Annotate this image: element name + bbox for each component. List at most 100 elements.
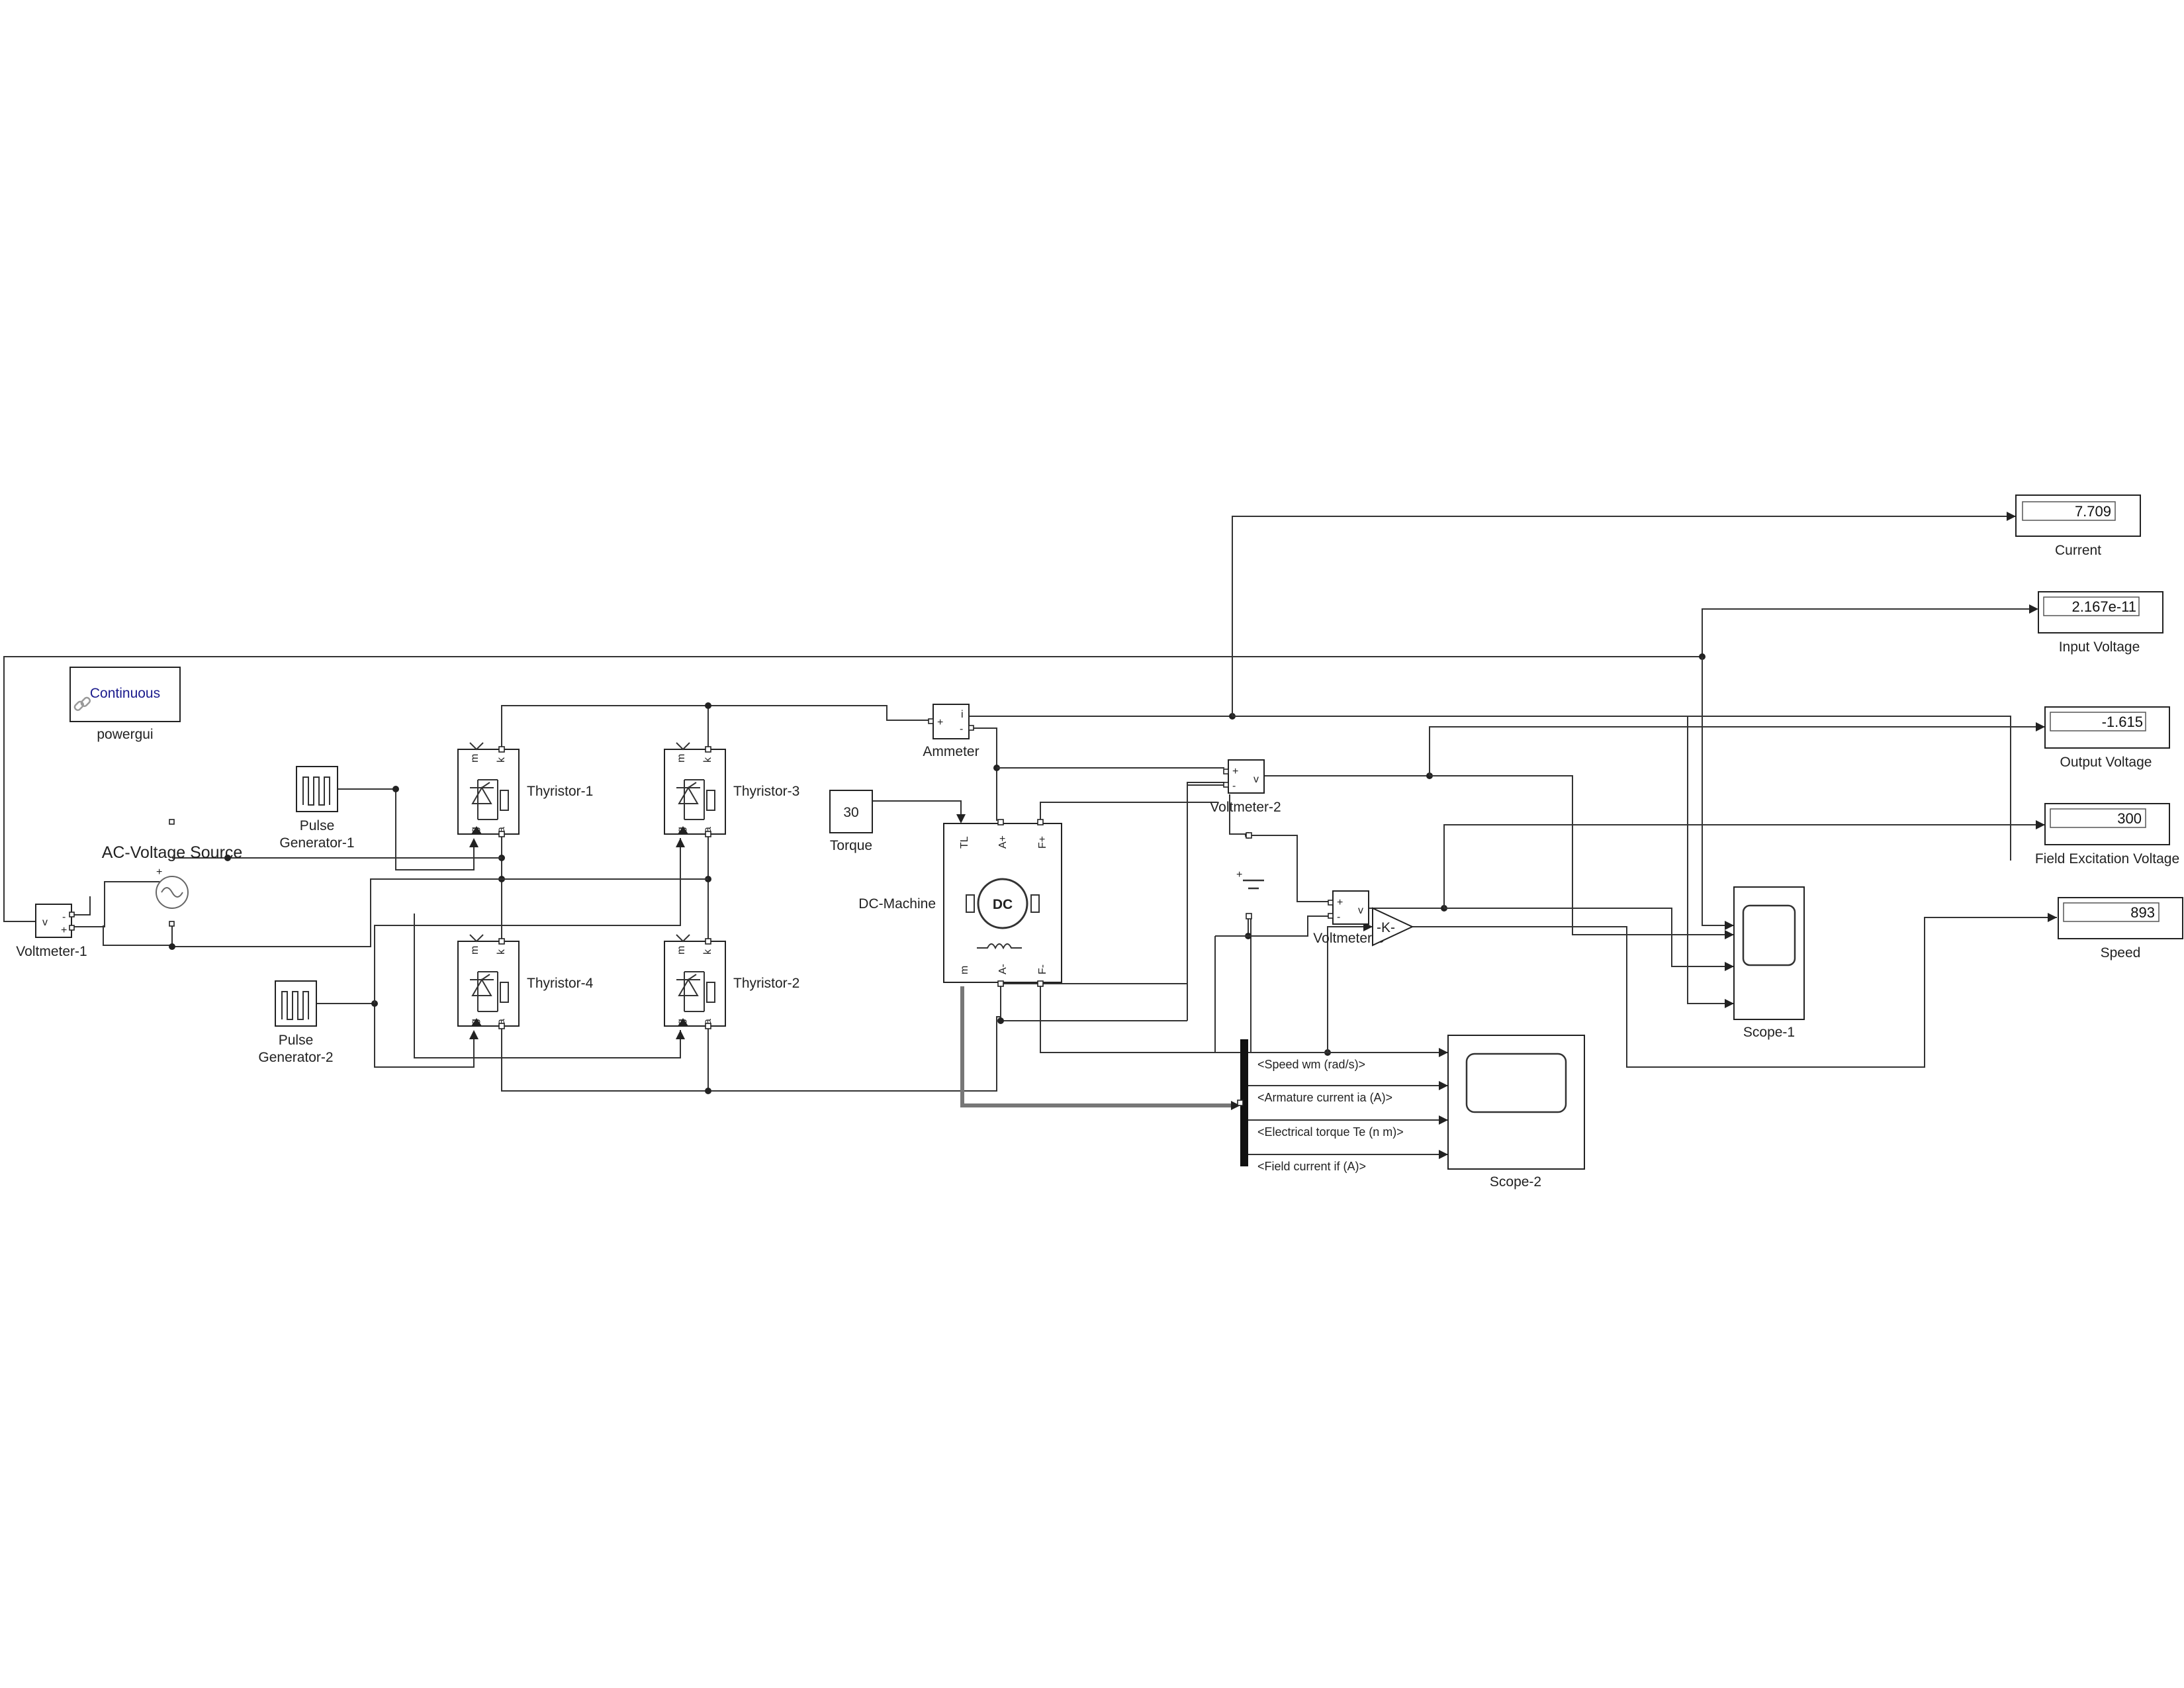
thyristor-1-block[interactable]: m k g a [457,742,520,837]
voltmeter-3-label: Voltmeter-3 [1313,931,1384,946]
v2-return [1187,782,1224,1021]
signal-arrow [469,838,478,847]
signal-arrow [2036,820,2045,829]
dc-machine-port-tl: TL [959,836,970,849]
field-display-wire [1443,824,2045,908]
dc-voltage-source-block[interactable]: + [1236,832,1264,919]
bridge-mid-wire [501,834,709,939]
field-plus-wire [1040,802,1218,821]
scope-1-label: Scope-1 [1743,1025,1795,1040]
thyristor-4-block[interactable]: m k g a [457,934,520,1029]
bridge-top-rail [501,705,929,747]
gain-value: -K- [1377,920,1395,935]
gate-2-wire [414,914,681,1058]
gate-4-wire [316,1003,475,1068]
junction-dot [705,702,711,709]
thyristor-port-m: m [676,754,687,763]
ac-source-label: AC-Voltage Source [102,843,243,862]
battery-v3-plus-wire [1248,835,1329,902]
pulse-wave-icon [302,776,330,806]
display-input-voltage[interactable]: 2.167e-11 Input Voltage [2038,591,2163,655]
dc-machine-badge: DC [993,897,1013,912]
thyristor-port-m: m [469,946,480,955]
input-voltage-scope-wire [1702,657,1734,926]
voltmeter-3-block[interactable]: + - v Voltmeter-3 [1313,890,1385,946]
display-speed[interactable]: 893 Speed [2058,897,2183,961]
ammeter-label: Ammeter [923,744,979,759]
ac-source-plus: + [156,867,162,878]
torque-constant-block[interactable]: 30 Torque [829,790,873,853]
voltmeter-3-minus-port: - [1337,912,1340,923]
dc-machine-block[interactable]: TL A+ F+ m A- F- DC DC-Machine [858,819,1062,987]
voltmeter-1-v-port: v [42,917,48,928]
display-output-voltage-label: Output Voltage [2060,755,2152,770]
ac-source-return-wire [172,878,708,947]
voltmeter-1-label: Voltmeter-1 [16,944,87,959]
thyristor-port-m: m [469,754,480,763]
signal-arrow [1439,1081,1448,1090]
display-field-excitation-voltage[interactable]: 300 Field Excitation Voltage [2035,803,2179,867]
voltmeter-3-v-port: v [1358,905,1363,916]
display-speed-value: 893 [2130,904,2155,921]
scope-screen-icon [1742,904,1796,966]
scope-1-block[interactable]: Scope-1 [1733,886,1805,1040]
display-current-label: Current [2055,543,2101,558]
thyristor-port-a: a [702,827,713,833]
display-output-voltage[interactable]: -1.615 Output Voltage [2044,706,2170,770]
scope-2-label: Scope-2 [1490,1174,1541,1190]
pulse-generator-1-block[interactable]: Pulse Generator-1 [279,766,355,851]
thyristor-2-block[interactable]: m k g a [664,934,726,1029]
gate-3-wire [374,838,681,1004]
display-field-excitation-voltage-value: 300 [2117,810,2142,827]
signal-arrow [1439,1115,1448,1125]
bus-signal-speed: <Speed wm (rad/s)> [1257,1058,1365,1071]
v2-scope-wire [1430,775,1734,935]
powergui-block[interactable]: Continuous powergui [69,667,181,742]
speed-display-wire [1412,917,2057,1068]
display-field-excitation-voltage-label: Field Excitation Voltage [2035,851,2179,867]
signal-arrow [2036,722,2045,731]
torque-label: Torque [830,838,872,853]
thyristor-port-k: k [496,949,507,955]
gain-block[interactable]: -K- [1372,907,1414,947]
ammeter-block[interactable]: + i - Ammeter [923,704,979,759]
voltmeter-2-block[interactable]: + - v Voltmeter-2 [1210,759,1281,815]
dc-machine-port-a-plus: A+ [997,835,1009,849]
speed-to-gain-wire [1327,926,1373,1053]
thyristor-1-label: Thyristor-1 [527,784,593,799]
display-current[interactable]: 7.709 Current [2015,494,2141,558]
pulse-generator-2-block[interactable]: Pulse Generator-2 [258,980,334,1065]
thyristor-3-label: Thyristor-3 [733,784,799,799]
ac-voltage-source-block[interactable]: AC-Voltage Source + [102,819,243,927]
thyristor-port-k: k [702,949,713,955]
thyristor-port-a: a [496,827,507,833]
dc-machine-port-f-minus: F- [1037,964,1048,974]
thyristor-icon [470,779,509,820]
thyristor-port-k: k [496,757,507,763]
voltmeter-1-block[interactable]: v - + Voltmeter-1 [16,904,87,959]
link-icon [73,696,91,712]
signal-arrow [2029,604,2038,614]
torque-wire [872,800,962,821]
dc-source-plus: + [1236,869,1242,880]
v3-scope-wire [1444,908,1734,967]
voltmeter-2-label: Voltmeter-2 [1210,800,1281,815]
signal-arrow [1725,921,1734,930]
thyristor-port-k: k [702,757,713,763]
dc-motor-icon: DC [966,878,1040,929]
machine-measurement-bus [960,986,1235,1107]
junction-dot [169,943,175,950]
signal-arrow [1439,1048,1448,1057]
gate-1-wire [338,788,475,870]
bus-selector-block[interactable]: <Speed wm (rad/s)> <Armature current ia … [1237,1039,1404,1173]
current-scope-wire [1232,716,1734,1004]
signal-arrow [469,1030,478,1039]
thyristor-4-label: Thyristor-4 [527,976,594,991]
scope-2-block[interactable]: Scope-2 [1447,1035,1585,1190]
thyristor-3-block[interactable]: m k g a [664,742,726,837]
input-voltage-display-wire [4,608,2030,657]
field-coil-icon [977,943,1022,950]
display-output-voltage-value: -1.615 [2102,714,2143,730]
dc-machine-port-f-plus: F+ [1037,836,1048,849]
